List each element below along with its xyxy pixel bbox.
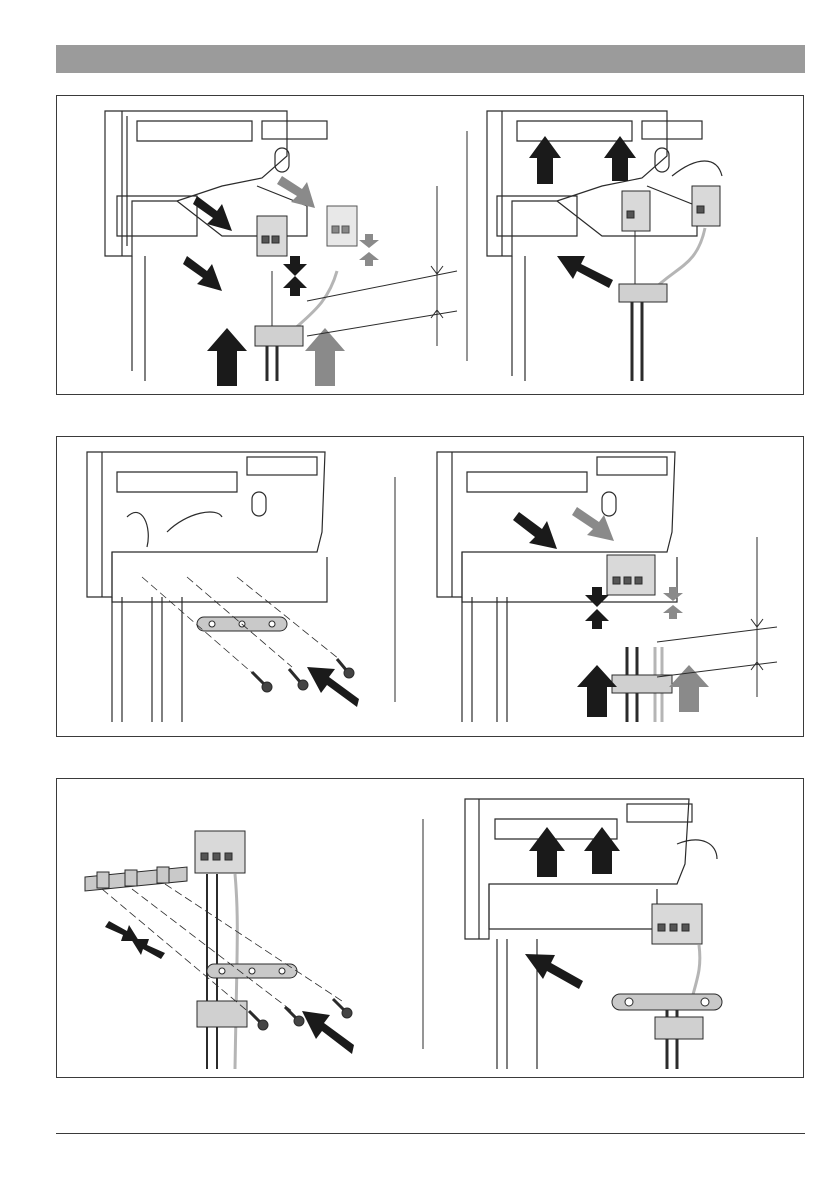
figure-panel-3	[56, 778, 804, 1078]
panel-3-illustration	[57, 779, 805, 1079]
arrow-dark-icon	[183, 196, 307, 386]
strain-relief-bar-right	[612, 994, 722, 1010]
cable-clamp-right	[655, 1017, 703, 1039]
arrow-up-icon	[525, 827, 620, 989]
connector-block	[195, 831, 245, 873]
footer-rule	[56, 1133, 805, 1134]
strain-relief-bar	[207, 964, 297, 978]
cable-clamp	[197, 1001, 247, 1027]
cable-clamp-right	[612, 675, 672, 693]
figure-panel-1	[56, 95, 804, 395]
arrow-up-icon	[529, 136, 636, 288]
connector-block-right	[607, 555, 655, 595]
figure-panel-2	[56, 436, 804, 737]
connector-block-right-1	[622, 191, 650, 231]
housing-right	[487, 111, 722, 381]
strain-relief-bar-top	[85, 867, 187, 891]
connector-block-right-2	[692, 186, 720, 226]
arrow-dark-icon	[513, 512, 617, 717]
panel-1-illustration	[57, 96, 805, 396]
screw-icon	[249, 999, 352, 1030]
connector-block-right	[652, 904, 702, 944]
cable-clamp-right	[619, 284, 667, 302]
cables-right	[632, 228, 705, 381]
connector-block-left-2	[327, 206, 357, 246]
cable-clamp-left	[255, 326, 303, 346]
panel-2-illustration	[57, 437, 805, 738]
dash-guides	[102, 884, 342, 1019]
arrow-squeeze-icon	[105, 921, 165, 959]
connector-block-left-1	[257, 216, 287, 256]
section-header-bar	[56, 45, 805, 73]
housing-left	[87, 452, 327, 722]
